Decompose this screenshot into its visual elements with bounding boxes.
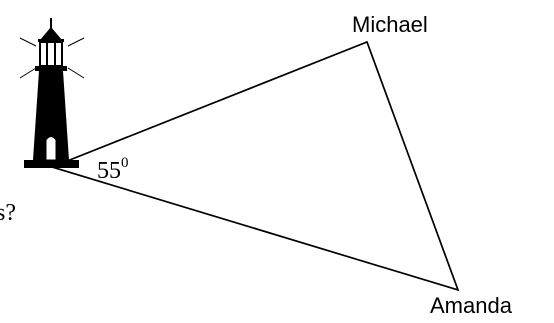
angle-label: 550	[97, 155, 129, 184]
vertex-label-michael: Michael	[352, 12, 428, 37]
partial-question-text: s?	[0, 200, 16, 226]
angle-value: 55	[97, 158, 121, 184]
vertex-label-amanda: Amanda	[430, 293, 513, 318]
angle-degree-superscript: 0	[121, 155, 129, 171]
lighthouse-icon	[19, 18, 85, 168]
light-rays	[19, 37, 85, 79]
triangle	[49, 40, 460, 292]
